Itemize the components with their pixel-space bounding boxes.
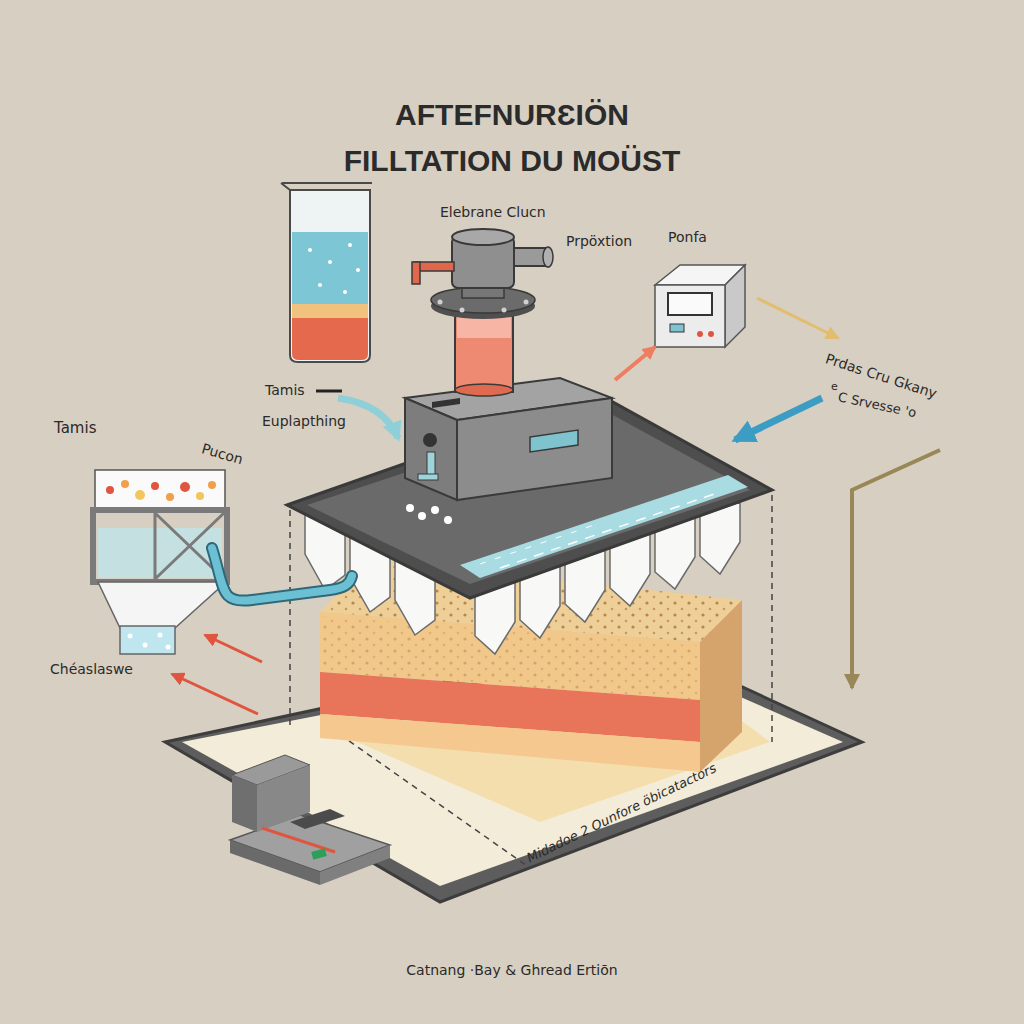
machine-knob bbox=[423, 433, 437, 447]
droplet bbox=[418, 512, 426, 520]
flow-arrow bbox=[735, 398, 822, 440]
beaker-liquid bbox=[292, 318, 368, 360]
node-label: Tamis bbox=[54, 420, 96, 437]
control-display bbox=[670, 324, 684, 332]
flow-arrow bbox=[172, 674, 258, 714]
pump-handle bbox=[412, 262, 420, 284]
pump-head bbox=[452, 229, 514, 245]
droplet bbox=[444, 516, 452, 524]
control-side bbox=[725, 265, 745, 347]
pump-outlet bbox=[543, 247, 553, 267]
hopper-node: TamisPucon bbox=[88, 470, 228, 585]
bed-side bbox=[700, 600, 742, 772]
bubble bbox=[348, 243, 352, 247]
water-ripple bbox=[500, 492, 720, 568]
dashed-guide bbox=[289, 510, 291, 730]
bubble bbox=[356, 268, 360, 272]
bubble bbox=[143, 643, 148, 648]
control-button bbox=[708, 331, 714, 337]
node-label: Ponfa bbox=[668, 229, 707, 245]
machine-slot bbox=[432, 398, 460, 408]
base-surface bbox=[182, 653, 843, 886]
water-ripple bbox=[480, 523, 600, 564]
control-front bbox=[655, 285, 725, 347]
bubble bbox=[166, 645, 171, 650]
pomace bbox=[121, 480, 129, 488]
hopper-bin bbox=[95, 470, 225, 510]
hopper-spout bbox=[120, 626, 175, 654]
part-label: e bbox=[831, 381, 838, 394]
base-note: Midadoe 2 Ounfore öbicatactors bbox=[525, 761, 719, 866]
flow-arrow bbox=[338, 398, 398, 438]
bubble bbox=[308, 248, 312, 252]
chute-base bbox=[230, 840, 320, 885]
flow-arrow bbox=[852, 450, 940, 688]
leader-line bbox=[316, 390, 342, 393]
pipe-outline bbox=[212, 548, 352, 601]
machine-front bbox=[457, 398, 612, 500]
beaker-rim bbox=[281, 183, 372, 190]
part-label: C Srvesse 'o bbox=[836, 390, 917, 421]
part-label: Tamis bbox=[265, 382, 305, 398]
feed-pipe bbox=[212, 548, 352, 601]
chute-block bbox=[290, 809, 345, 829]
bubble bbox=[158, 633, 163, 638]
flange-bolt bbox=[524, 300, 529, 305]
machine-display bbox=[530, 430, 578, 452]
glass-cylinder bbox=[455, 384, 513, 396]
machine-side bbox=[405, 398, 457, 500]
flange-bolt bbox=[502, 308, 507, 313]
beaker bbox=[290, 190, 370, 362]
bubble bbox=[318, 283, 322, 287]
machine-tap bbox=[427, 452, 435, 476]
pomace bbox=[196, 492, 204, 500]
pomace bbox=[135, 490, 145, 500]
pomace bbox=[106, 486, 114, 494]
flow-connector bbox=[615, 347, 655, 380]
pomace bbox=[151, 482, 159, 490]
hopper-funnel bbox=[98, 582, 226, 628]
flow-arrow bbox=[205, 635, 262, 662]
pomace bbox=[180, 482, 190, 492]
node-label: Pucon bbox=[200, 440, 245, 467]
control-unit-node: Ponfa bbox=[655, 265, 745, 347]
control-screen bbox=[668, 293, 712, 315]
flow-arrow bbox=[757, 298, 838, 338]
droplet bbox=[431, 506, 439, 514]
node-label: Elebrane Clucn bbox=[440, 204, 546, 220]
control-button bbox=[697, 331, 703, 337]
flange-bolt bbox=[460, 308, 465, 313]
dashed-guide bbox=[771, 495, 773, 742]
tray-rim bbox=[287, 395, 772, 598]
pomace bbox=[166, 493, 174, 501]
beaker-liquid bbox=[292, 232, 368, 304]
part-label: Euplapthing bbox=[262, 413, 346, 429]
droplet bbox=[406, 504, 414, 512]
bed-layer bbox=[320, 714, 700, 772]
bubble bbox=[128, 634, 133, 639]
glass-cylinder bbox=[455, 310, 513, 392]
bubble bbox=[343, 290, 347, 294]
machine-tap bbox=[418, 474, 438, 480]
beaker-liquid bbox=[292, 304, 368, 318]
flange-bolt bbox=[438, 300, 443, 305]
pomace bbox=[208, 481, 216, 489]
part-label: Chéaslaswe bbox=[50, 661, 133, 677]
chute-box bbox=[232, 775, 257, 832]
bubble bbox=[328, 260, 332, 264]
hopper-water bbox=[98, 528, 222, 578]
indicator-light bbox=[311, 848, 327, 859]
part-label: Prpöxtion bbox=[566, 233, 632, 249]
diagram-title: AFTEFNURƐIÖN FILLTATION DU MOÜST bbox=[322, 92, 702, 184]
diagram-caption: Catnang ·Bay & Ghread Ertiōn bbox=[0, 962, 1024, 978]
red-wire bbox=[262, 828, 335, 852]
